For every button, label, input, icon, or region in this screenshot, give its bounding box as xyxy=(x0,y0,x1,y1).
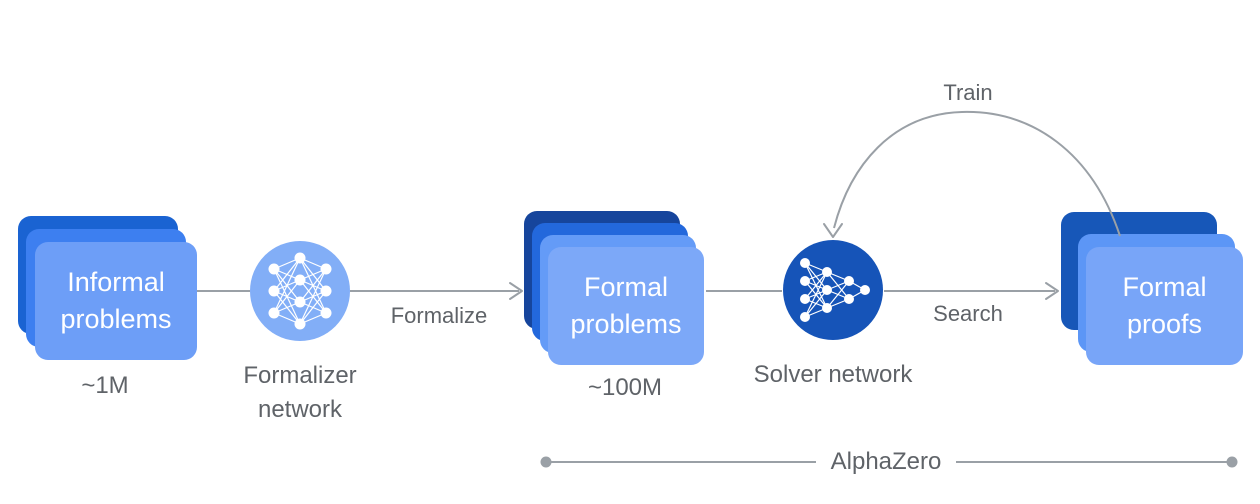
informal-problems-count: ~1M xyxy=(81,372,129,399)
search-edge-label: Search xyxy=(933,301,1003,326)
solver-network-node xyxy=(783,240,883,340)
informal-problems-node: Informal problems xyxy=(18,216,198,361)
train-edge-label: Train xyxy=(943,80,993,105)
informal-problems-label: Informal problems xyxy=(60,267,172,334)
formalize-edge-label: Formalize xyxy=(390,303,488,328)
informal-problems-card: Informal problems xyxy=(35,242,197,360)
arrowhead-right-search-icon xyxy=(1045,282,1059,300)
formalizer-network-node xyxy=(250,241,350,341)
formal-problems-count: ~100M xyxy=(587,374,663,401)
arrowhead-right-formalize-icon xyxy=(509,282,523,300)
formalizer-network-icon xyxy=(268,252,332,330)
formal-proofs-label: Formal proofs xyxy=(1122,272,1207,339)
endpoint-dot-right-icon xyxy=(1226,456,1238,468)
formal-problems-card: Formal problems xyxy=(548,247,704,365)
arrowhead-down-train-icon xyxy=(823,223,843,238)
solver-network-label: Solver network xyxy=(753,361,913,388)
alphazero-bracket-label: AlphaZero xyxy=(820,448,952,476)
formal-proofs-card: Formal proofs xyxy=(1086,247,1243,365)
endpoint-dot-left-icon xyxy=(540,456,552,468)
formal-problems-node: Formal problems xyxy=(524,211,705,366)
solver-network-icon xyxy=(800,258,870,322)
formal-proofs-node: Formal proofs xyxy=(1061,212,1243,366)
formal-problems-label: Formal problems xyxy=(570,272,682,339)
formalizer-network-label: Formalizer network xyxy=(243,362,357,423)
